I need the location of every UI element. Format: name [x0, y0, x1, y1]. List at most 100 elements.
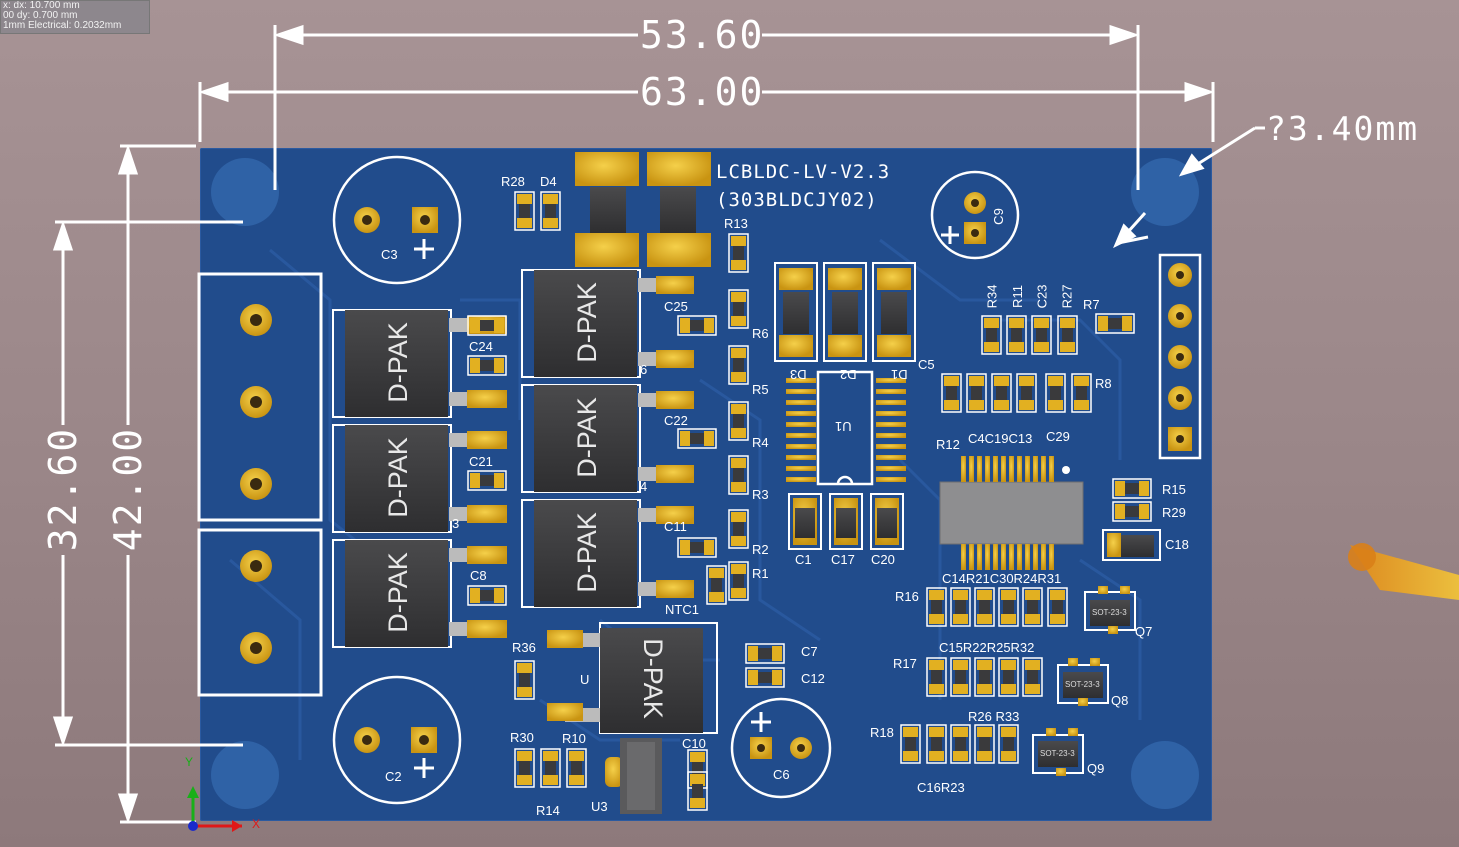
smd-part[interactable] [728, 455, 749, 495]
label-r15: R15 [1162, 482, 1186, 497]
dpak-label: D-PAK [382, 552, 413, 633]
smd-part[interactable] [1057, 315, 1078, 355]
smd-part[interactable] [728, 561, 749, 601]
ic-main-tssop[interactable] [939, 456, 1084, 570]
smd-part[interactable] [926, 587, 947, 627]
label-q9: Q9 [1087, 761, 1105, 776]
smd-part[interactable] [706, 565, 727, 605]
capacitor-c6[interactable] [730, 697, 832, 799]
smd-part[interactable] [467, 470, 507, 491]
label-c17: C17 [831, 552, 855, 567]
label-c18: C18 [1165, 537, 1189, 552]
smd-part[interactable] [728, 509, 749, 549]
label-c20: C20 [871, 552, 895, 567]
dpak-7[interactable] [547, 622, 718, 734]
smd-part[interactable] [1112, 501, 1152, 522]
smd-passives[interactable] [467, 191, 1152, 811]
smd-part[interactable] [981, 315, 1002, 355]
smd-part[interactable] [728, 289, 749, 329]
label-r1: R1 [752, 566, 769, 581]
label-r36: R36 [512, 640, 536, 655]
smd-part[interactable] [1031, 315, 1052, 355]
smd-part[interactable] [1022, 657, 1043, 697]
regulator-u3[interactable] [605, 738, 662, 814]
smd-part[interactable] [540, 191, 561, 231]
smd-part[interactable] [1112, 478, 1152, 499]
smd-part[interactable] [566, 748, 587, 788]
smd-part[interactable] [950, 724, 971, 764]
label-c9: C9 [990, 208, 1006, 225]
smd-part[interactable] [998, 724, 1019, 764]
smd-part[interactable] [687, 771, 708, 811]
label-r30: R30 [510, 730, 534, 745]
smd-part[interactable] [467, 585, 507, 606]
smd-part[interactable] [926, 724, 947, 764]
capacitor-c3[interactable] [332, 155, 462, 285]
smd-part[interactable] [677, 537, 717, 558]
smd-part[interactable] [998, 587, 1019, 627]
smd-part[interactable] [677, 428, 717, 449]
smd-part[interactable] [1045, 373, 1066, 413]
smd-part[interactable] [514, 660, 535, 700]
capacitor-c18[interactable] [1102, 529, 1161, 561]
smd-part[interactable] [950, 657, 971, 697]
axis-y-label: Y [185, 755, 194, 769]
label-r27: R27 [1059, 284, 1075, 309]
cursor-cone [1350, 545, 1459, 600]
label-c8: C8 [470, 568, 487, 583]
smd-part[interactable] [1095, 313, 1135, 334]
label-r7: R7 [1083, 297, 1100, 312]
smd-part[interactable] [1006, 315, 1027, 355]
sot-mark-q7: SOT-23-3 [1092, 608, 1127, 617]
caps-c1-c17-c20[interactable] [788, 493, 904, 550]
smd-part[interactable] [467, 315, 507, 336]
smd-part[interactable] [998, 657, 1019, 697]
smd-part[interactable] [991, 373, 1012, 413]
dpak-label: D-PAK [571, 397, 602, 478]
label-c4c19c13: C4C19C13 [968, 431, 1033, 446]
smd-part[interactable] [966, 373, 987, 413]
readout-line-2: 00 dy: 0.700 mm [3, 10, 78, 21]
smd-part[interactable] [1071, 373, 1092, 413]
smd-part[interactable] [745, 643, 785, 664]
label-c24: C24 [469, 339, 493, 354]
smd-part[interactable] [514, 191, 535, 231]
pin-header[interactable] [1158, 253, 1202, 460]
transistors-q7-q9[interactable] [1032, 586, 1136, 776]
bulk-pads-top[interactable] [575, 152, 711, 267]
label-c7: C7 [801, 644, 818, 659]
smd-part[interactable] [514, 748, 535, 788]
smd-part[interactable] [1047, 587, 1068, 627]
smd-part[interactable] [974, 657, 995, 697]
diodes-d1-d3[interactable] [774, 262, 916, 362]
smd-part[interactable] [974, 724, 995, 764]
smd-part[interactable] [728, 233, 749, 273]
smd-part[interactable] [941, 373, 962, 413]
smd-part[interactable] [900, 724, 921, 764]
label-c11: C11 [664, 519, 687, 534]
smd-part[interactable] [926, 657, 947, 697]
smd-part[interactable] [540, 748, 561, 788]
ic-u1[interactable] [786, 370, 906, 486]
dpak-middle-column[interactable] [521, 269, 694, 608]
smd-part[interactable] [728, 345, 749, 385]
label-r8: R8 [1095, 376, 1112, 391]
dpak-label: D-PAK [382, 322, 413, 403]
smd-part[interactable] [728, 401, 749, 441]
capacitor-c9[interactable] [930, 170, 1020, 260]
capacitor-c2[interactable] [332, 675, 462, 805]
smd-part[interactable] [974, 587, 995, 627]
smd-part[interactable] [745, 667, 785, 688]
smd-part[interactable] [1016, 373, 1037, 413]
smd-part[interactable] [467, 355, 507, 376]
label-r28: R28 [501, 174, 525, 189]
smd-part[interactable] [677, 315, 717, 336]
label-r16: R16 [895, 589, 919, 604]
terminal-block[interactable] [197, 272, 323, 697]
label-c29: C29 [1046, 429, 1070, 444]
label-r6: R6 [752, 326, 769, 341]
smd-part[interactable] [950, 587, 971, 627]
label-pin3: 3 [452, 516, 460, 531]
smd-part[interactable] [1022, 587, 1043, 627]
